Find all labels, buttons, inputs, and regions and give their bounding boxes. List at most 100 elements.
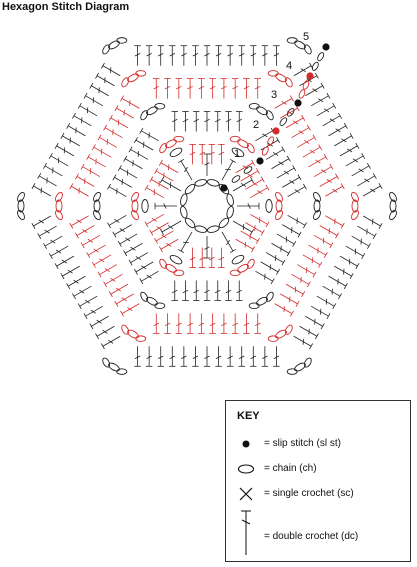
dc-top-bar	[230, 159, 236, 163]
round-2-dc	[154, 168, 174, 182]
dc-cross-mark	[55, 249, 62, 254]
round-3-dc	[193, 280, 200, 301]
round-2-corner-chain	[159, 143, 168, 154]
dc-top-bar	[309, 343, 314, 350]
dc-post	[313, 234, 332, 246]
dc-top-bar	[338, 112, 342, 119]
dc-cross-mark	[278, 161, 284, 166]
round-2-corner-chain	[229, 135, 241, 143]
dc-post	[339, 255, 358, 267]
dc-top-bar	[335, 173, 339, 180]
round-5-dc	[43, 235, 63, 250]
dc-top-bar	[160, 229, 164, 235]
round-5-dc	[37, 225, 57, 240]
dc-cross-mark	[176, 85, 182, 90]
dc-top-bar	[83, 313, 88, 320]
round-3-dc	[255, 270, 275, 285]
round-5-dc	[226, 45, 234, 66]
dc-top-bar	[97, 134, 102, 141]
round-4-dc	[231, 78, 239, 99]
dc-top-bar	[72, 112, 76, 119]
dc-cross-mark	[73, 279, 79, 284]
round-1-corner-chain	[141, 199, 149, 213]
round-4-corner-chain	[267, 70, 279, 77]
round-3-dc	[225, 280, 232, 301]
round-2-corner-chain	[246, 143, 255, 154]
round-2-corner-chain	[173, 135, 185, 143]
dc-post	[76, 225, 95, 236]
dc-cross-mark	[273, 53, 280, 57]
dc-cross-mark	[84, 299, 91, 304]
round-number-4: 4	[286, 60, 292, 72]
round-5-dc	[95, 325, 115, 340]
dc-cross-mark	[198, 85, 205, 90]
round-4-dc	[220, 78, 228, 99]
dc-cross-mark	[250, 355, 257, 359]
round-4-dc	[198, 78, 205, 99]
round-3-dc	[171, 111, 178, 132]
dc-top-bar	[367, 162, 371, 169]
dc-post	[130, 149, 149, 160]
round-number-2: 2	[253, 119, 259, 131]
dc-post	[319, 176, 338, 187]
dc-post	[104, 127, 123, 139]
dc-post	[245, 179, 263, 190]
round-2-dc	[158, 238, 179, 253]
round-3-dc	[128, 252, 149, 266]
dc-cross-mark	[204, 246, 210, 250]
round-5-dc	[89, 315, 109, 330]
round-4-dc	[153, 313, 160, 334]
round-4-dc	[80, 234, 101, 249]
dc-post	[85, 95, 104, 107]
dc-cross-mark	[50, 239, 56, 244]
round-5-dc	[215, 45, 222, 66]
round-5-dc	[310, 305, 331, 320]
round-3-corner-chain	[313, 209, 321, 221]
slip-stitch-dot	[272, 127, 280, 135]
dc-post	[255, 130, 273, 142]
dc-post	[141, 270, 159, 282]
dc-post	[280, 107, 298, 119]
dc-post	[271, 158, 290, 170]
round-4-dc	[243, 78, 250, 99]
round-5-dc	[54, 255, 75, 270]
round-1-dc	[160, 220, 182, 235]
round-2-dc	[189, 247, 196, 268]
round-5-dc	[60, 132, 80, 147]
round-5-dc	[43, 162, 63, 177]
dc-post	[93, 254, 112, 266]
round-5-dc	[83, 92, 104, 107]
dc-cross-mark	[225, 118, 232, 123]
dc-cross-mark	[169, 53, 176, 57]
dc-top-bar	[86, 252, 91, 259]
dc-top-bar	[340, 183, 345, 190]
dc-top-bar	[301, 291, 306, 298]
round-1-dc	[237, 202, 260, 210]
dc-top-bar	[91, 144, 96, 151]
round-4-corner-chain	[127, 73, 139, 83]
dc-post	[146, 187, 165, 199]
dc-post	[296, 264, 315, 275]
round-4-dc	[114, 293, 134, 307]
dc-post	[316, 105, 335, 117]
dc-post	[130, 252, 149, 263]
dc-post	[325, 215, 343, 227]
key-label-single-crochet: = single crochet (sc)	[264, 488, 354, 499]
dc-cross-mark	[221, 322, 227, 327]
dc-top-bar	[349, 132, 354, 139]
dc-top-bar	[361, 152, 366, 159]
dc-top-bar	[297, 174, 302, 181]
round-5-dc	[145, 346, 153, 367]
round-5-dc	[95, 72, 115, 87]
dc-cross-mark	[193, 289, 200, 294]
round-4-dc	[86, 153, 106, 168]
dc-top-bar	[100, 62, 105, 69]
round-5-dc	[363, 183, 383, 197]
dc-top-bar	[251, 246, 256, 253]
round-4-corner-chain	[121, 324, 130, 335]
dc-cross-mark	[254, 85, 261, 90]
round-2-dc	[149, 176, 169, 190]
round-4-corner-chain	[121, 77, 130, 88]
round-5-dc	[145, 45, 153, 66]
dc-cross-mark	[262, 355, 268, 359]
